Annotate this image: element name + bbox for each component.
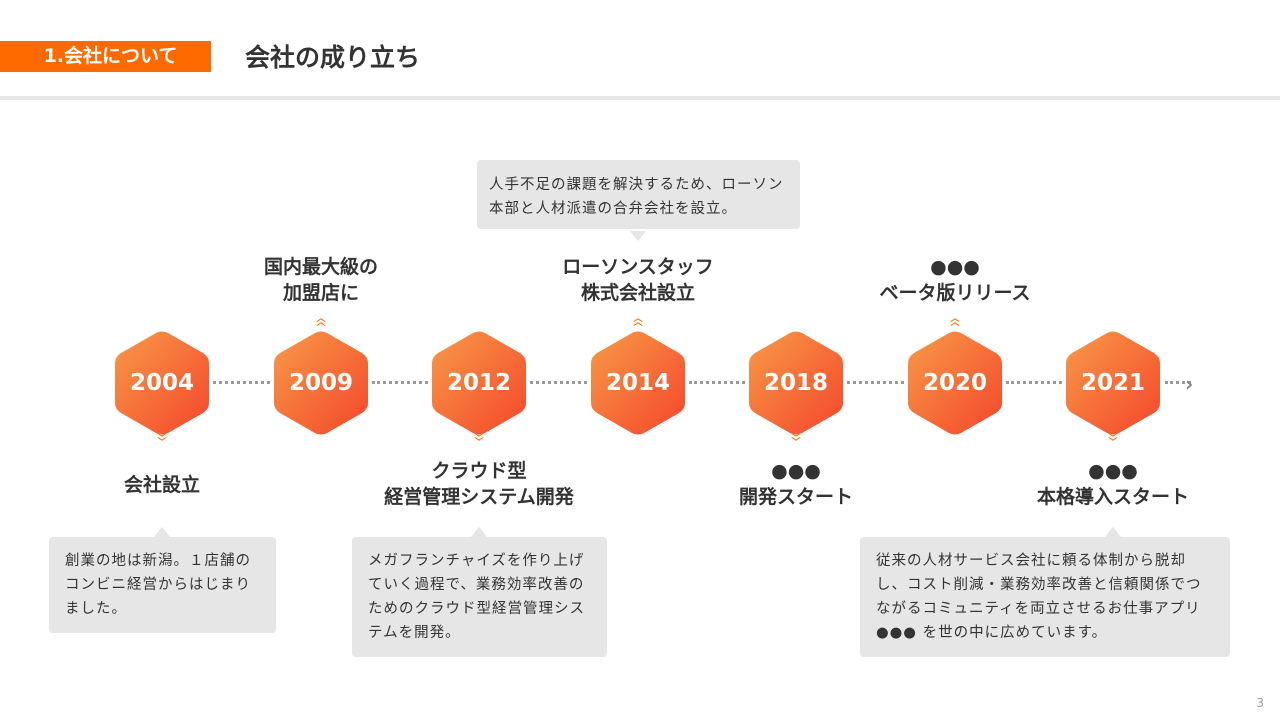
event-label: ●●● 開発スタート — [666, 458, 926, 510]
event-label-line: ●●● — [930, 256, 980, 278]
description-text: メガフランチャイズを作り上げていく過程で、業務効率改善のためのクラウド型経営管理… — [368, 553, 585, 641]
year-hexagon: 2009 — [274, 330, 368, 436]
chevron-up-icon: ︿︿ — [950, 314, 960, 328]
chevron-right-icon: › — [1185, 372, 1194, 396]
chevron-down-icon: ﹀﹀ — [791, 434, 801, 448]
event-label-line: クラウド型 — [431, 460, 527, 482]
event-label-line: 本格導入スタート — [1036, 486, 1189, 508]
year-hexagon: 2004 — [115, 330, 209, 436]
year-label: 2021 — [1080, 370, 1145, 396]
event-label-line: 開発スタート — [738, 486, 853, 508]
description-text: 従来の人材サービス会社に頼る体制から脱却し、コスト削減・業務効率改善と信頼関係で… — [876, 553, 1202, 641]
event-label-line: 経営管理システム開発 — [384, 486, 574, 508]
year-hexagon: 2018 — [749, 330, 843, 436]
header-divider — [0, 96, 1280, 100]
description-box: メガフランチャイズを作り上げていく過程で、業務効率改善のためのクラウド型経営管理… — [352, 537, 607, 657]
chevron-down-icon: ﹀﹀ — [157, 434, 167, 448]
description-text: 創業の地は新潟。１店舗のコンビニ経営からはじまりました。 — [65, 553, 251, 617]
description-text: 人手不足の課題を解決するため、ローソン本部と人材派遣の合弁会社を設立。 — [489, 177, 784, 217]
event-label: ローソンスタッフ株式会社設立 — [508, 254, 768, 306]
dotted-connector — [1165, 381, 1191, 384]
year-label: 2009 — [288, 370, 353, 396]
description-box: 従来の人材サービス会社に頼る体制から脱却し、コスト削減・業務効率改善と信頼関係で… — [860, 537, 1230, 657]
year-label: 2004 — [129, 370, 194, 396]
year-label: 2018 — [763, 370, 828, 396]
year-hexagon: 2021 — [1066, 330, 1160, 436]
event-label-line: 株式会社設立 — [580, 282, 695, 304]
year-hexagon: 2014 — [591, 330, 685, 436]
event-label-line: 加盟店に — [282, 282, 359, 304]
box-pointer — [154, 527, 170, 537]
box-pointer — [630, 231, 646, 241]
chevron-down-icon: ﹀﹀ — [1108, 434, 1118, 448]
chevron-up-icon: ︿︿ — [316, 314, 326, 328]
chevron-down-icon: ﹀﹀ — [474, 434, 484, 448]
dotted-connector — [213, 381, 270, 384]
event-label-line: 国内最大級の — [263, 256, 378, 278]
dotted-connector — [847, 381, 904, 384]
dotted-connector — [1006, 381, 1062, 384]
event-label-line: ●●● — [771, 460, 821, 482]
event-label-line: 会社設立 — [123, 474, 200, 496]
chevron-up-icon: ︿︿ — [633, 314, 643, 328]
year-label: 2014 — [605, 370, 670, 396]
event-label: 国内最大級の加盟店に — [191, 254, 451, 306]
event-label-line: ●●● — [1088, 460, 1138, 482]
event-label-line: ローソンスタッフ — [562, 256, 714, 278]
year-label: 2012 — [446, 370, 511, 396]
year-hexagon: 2012 — [432, 330, 526, 436]
description-box: 人手不足の課題を解決するため、ローソン本部と人材派遣の合弁会社を設立。 — [477, 160, 800, 229]
year-hexagon: 2020 — [908, 330, 1002, 436]
box-pointer — [1105, 527, 1121, 537]
section-label: 1.会社について — [0, 41, 211, 72]
dotted-connector — [530, 381, 587, 384]
dotted-connector — [689, 381, 745, 384]
event-label: ●●● 本格導入スタート — [983, 458, 1243, 510]
dotted-connector — [372, 381, 428, 384]
event-label: 会社設立 — [32, 472, 292, 498]
event-label: ●●● ベータ版リリース — [825, 254, 1085, 306]
event-label-line: ベータ版リリース — [879, 282, 1031, 304]
page-title: 会社の成り立ち — [245, 43, 421, 72]
year-label: 2020 — [922, 370, 987, 396]
box-pointer — [471, 527, 487, 537]
description-box: 創業の地は新潟。１店舗のコンビニ経営からはじまりました。 — [49, 537, 276, 633]
page-number: 3 — [1256, 696, 1264, 710]
event-label: クラウド型経営管理システム開発 — [349, 458, 609, 510]
